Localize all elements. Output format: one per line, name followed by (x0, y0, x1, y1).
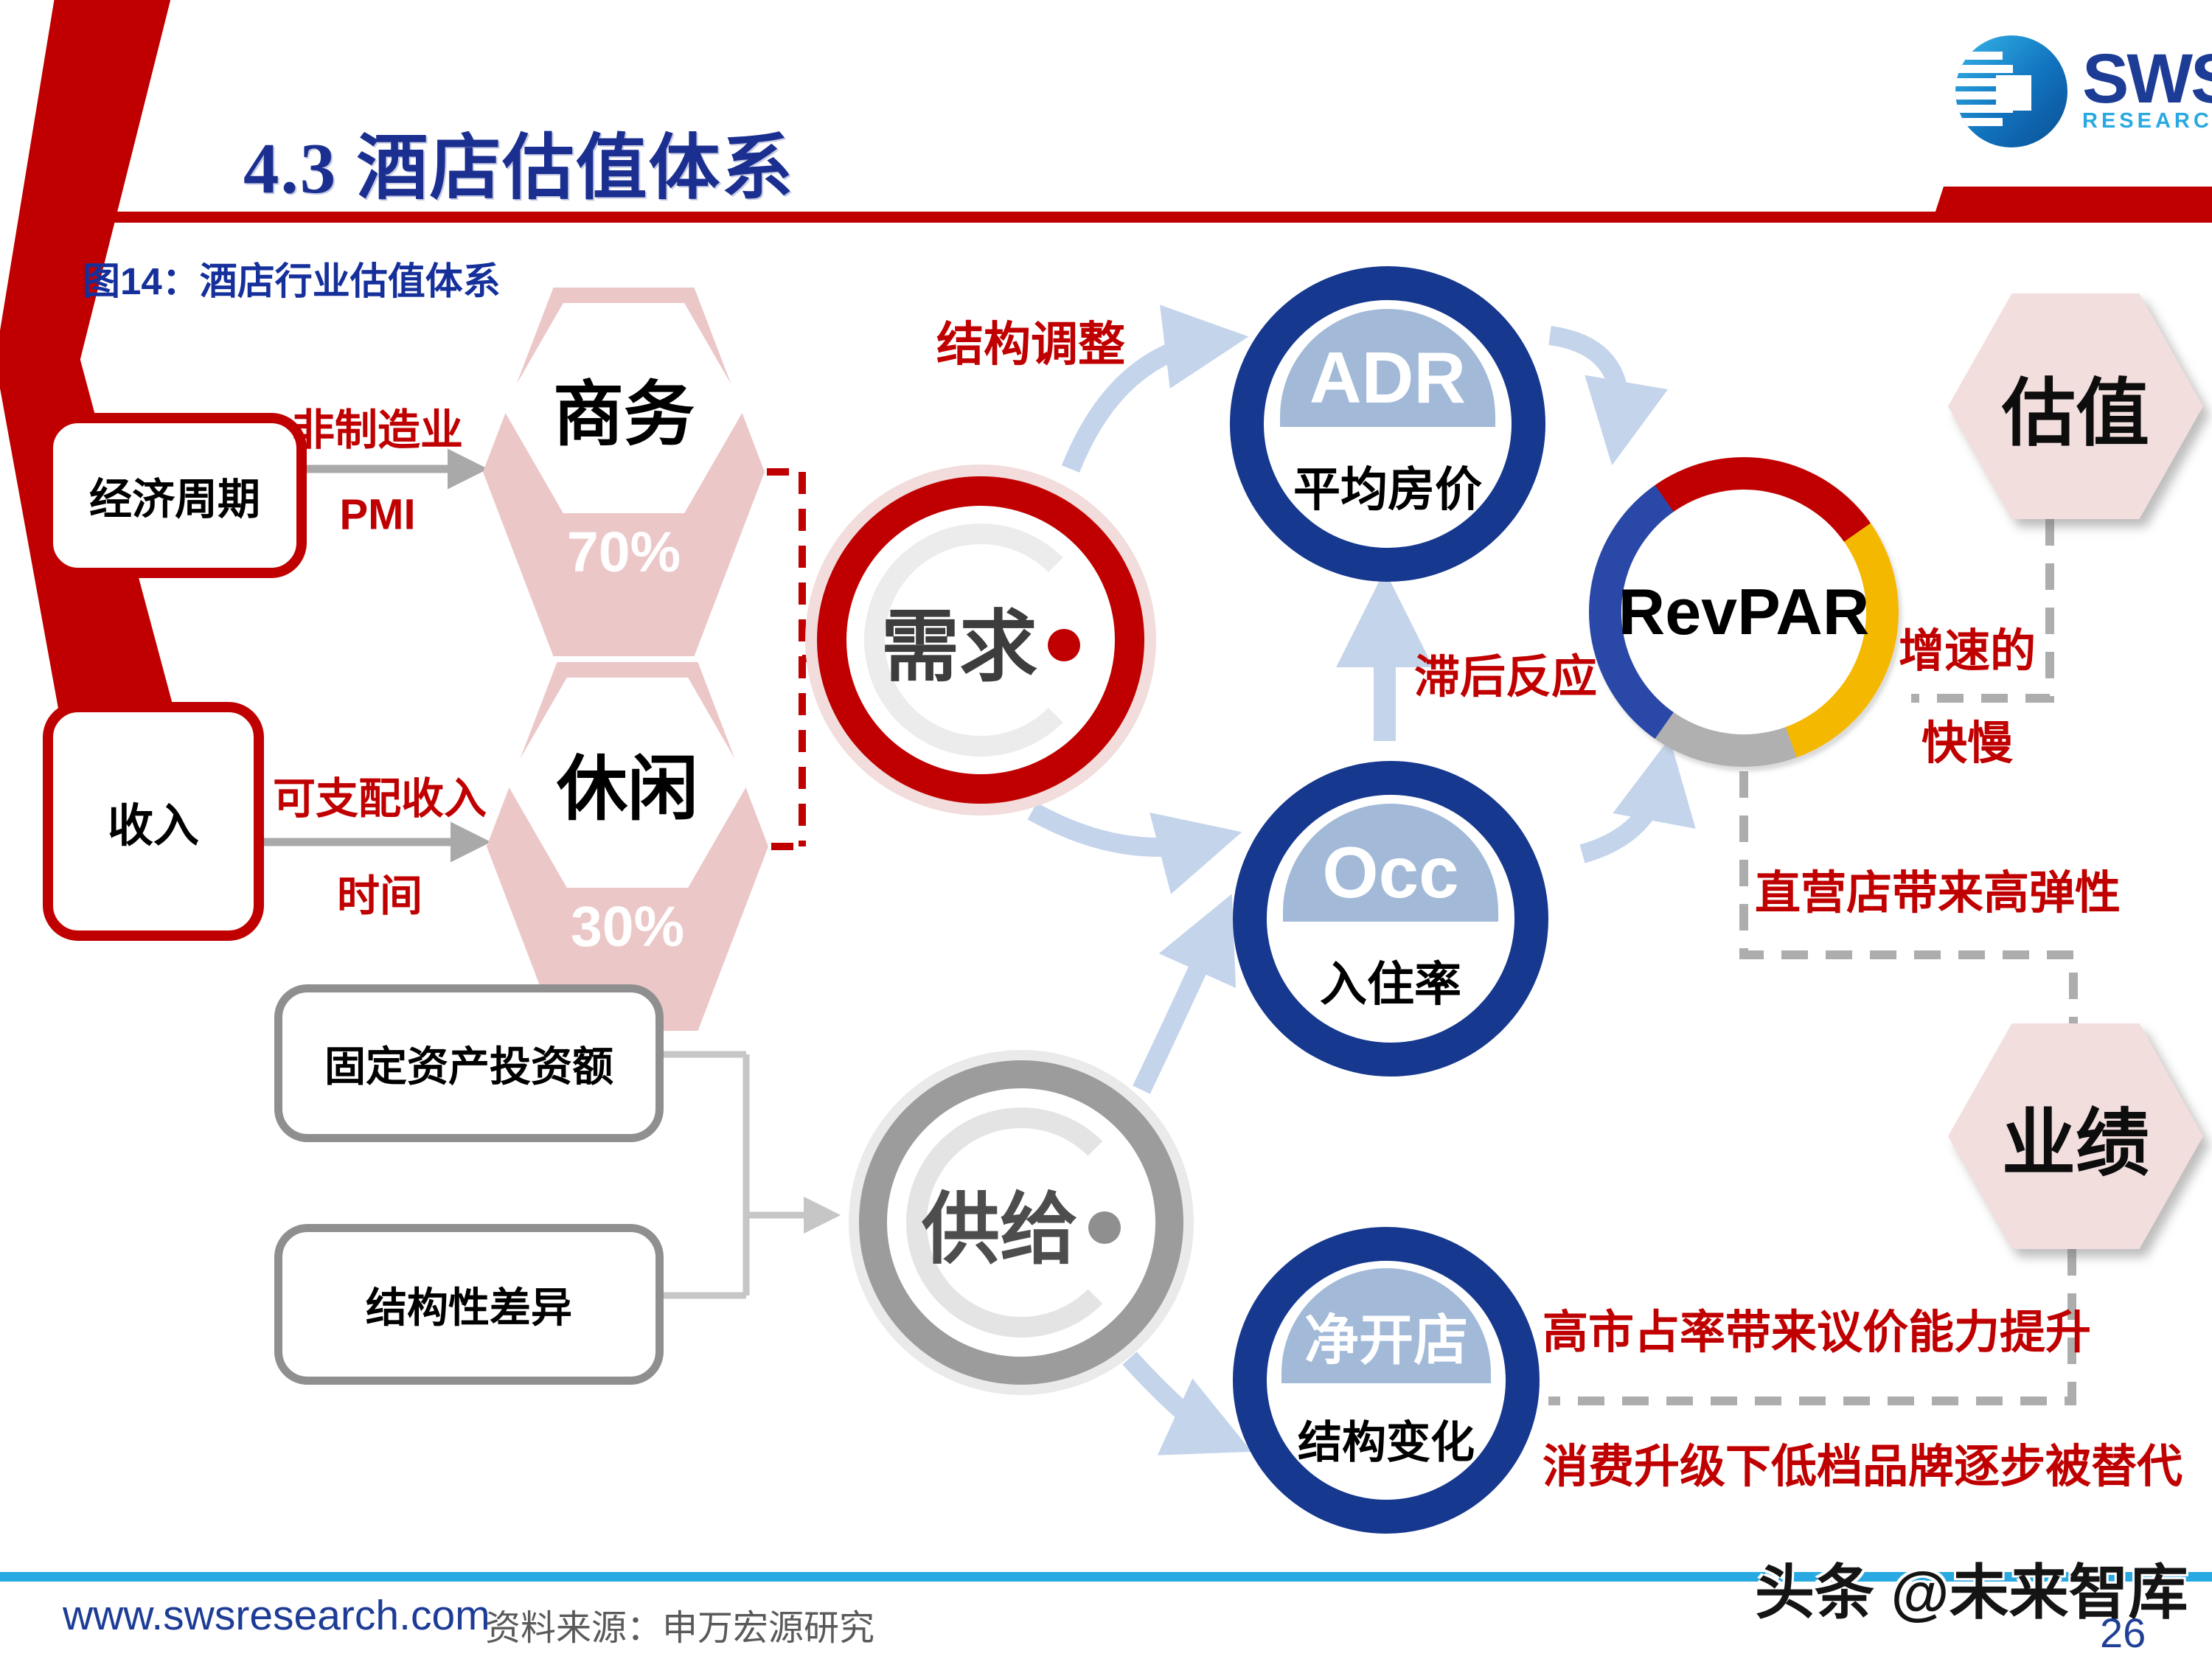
demand-label: 需求 (817, 476, 1144, 804)
red-dot-icon (1048, 629, 1080, 661)
annotation-lagged-response: 滞后反应 (1413, 652, 1598, 703)
metric-name: 平均房价 (1293, 463, 1482, 516)
footer-divider (0, 1572, 2212, 1582)
annotation-market-share-pricing: 高市占率带来议价能力提升 (1543, 1307, 2092, 1358)
segment-share: 70% (566, 521, 681, 584)
segment-hexagon-business: 商务 70% (483, 288, 765, 656)
revpar-circle: RevPAR (1589, 457, 1899, 767)
header-divider-bar (52, 212, 2212, 223)
metric-circle-occ: Occ 入住率 (1233, 761, 1548, 1077)
metric-name: 入住率 (1320, 958, 1461, 1011)
figure-caption: 图14：酒店行业估值体系 (83, 260, 501, 302)
watermark: 头条 @未来智库 (1755, 1560, 2188, 1627)
metric-circle-net-openings: 净开店 结构变化 (1233, 1227, 1540, 1534)
metric-abbr: 净开店 (1304, 1309, 1468, 1371)
annotation-direct-store-elasticity: 直营店带来高弹性 (1754, 868, 2121, 919)
supply-circle: 供给 (859, 1060, 1183, 1385)
section-number: 4.3 (243, 129, 338, 208)
annotation-structure-adjustment: 结构调整 (936, 318, 1125, 371)
annotation-consumption-upgrade: 消费升级下低档品牌逐步被替代 (1543, 1441, 2183, 1492)
sws-logo-text: SWS RESEARCH (2082, 40, 2212, 133)
metric-circle-adr: ADR 平均房价 (1230, 266, 1545, 582)
metric-name: 结构变化 (1298, 1418, 1475, 1467)
revpar-label: RevPAR (1618, 490, 1869, 734)
logo-brand: SWS (2082, 40, 2212, 119)
segment-share: 30% (570, 895, 685, 959)
logo-sub: RESEARCH (2082, 108, 2212, 133)
revpar-text: RevPAR (1618, 575, 1870, 648)
sws-logo: SWS RESEARCH (1955, 35, 2212, 147)
annotation-growth-speed-line1: 增速的 (1898, 626, 2037, 677)
metric-abbr: ADR (1309, 336, 1467, 418)
label-time: 时间 (336, 872, 423, 920)
segment-name: 商务 (502, 303, 745, 513)
demand-circle: 需求 (817, 476, 1144, 804)
arrow-adr-to-revpar (1548, 326, 1669, 466)
arrow-occ-to-revpar (1579, 738, 1696, 863)
footer-website-link[interactable]: www.swsresearch.com (63, 1592, 490, 1639)
red-dashed-bracket (767, 468, 814, 850)
metric-abbr: Occ (1322, 831, 1459, 913)
demand-text: 需求 (881, 604, 1037, 691)
decorative-chevron (0, 0, 177, 719)
metric-dome: ADR (1280, 309, 1495, 427)
outcome-label: 业绩 (1948, 1023, 2203, 1249)
supply-text: 供给 (922, 1186, 1078, 1273)
arrow-demand-to-occ (1027, 802, 1242, 894)
outcome-hexagon-valuation: 估值 (1948, 293, 2203, 519)
sws-logo-icon (1955, 35, 2067, 147)
input-box-income: 收入 (43, 702, 264, 941)
label-non-manufacturing: 非制造业 (291, 406, 464, 454)
segment-name: 休闲 (506, 678, 749, 888)
supply-factor-structural-difference: 结构性差异 (274, 1224, 664, 1385)
header-divider-bar-right (1932, 187, 2212, 223)
title-text: 酒店估值体系 (356, 129, 795, 208)
label-disposable-income: 可支配收入 (272, 775, 487, 823)
supply-label: 供给 (859, 1060, 1183, 1385)
supply-factor-fixed-investment: 固定资产投资额 (274, 984, 664, 1142)
page-title: 4.3 酒店估值体系 (243, 109, 795, 213)
input-box-economic-cycle: 经济周期 (43, 413, 307, 578)
gray-dot-icon (1088, 1211, 1121, 1244)
page-number: 26 (2100, 1610, 2146, 1656)
annotation-growth-speed-line2: 快慢 (1921, 718, 2014, 769)
label-pmi: PMI (339, 490, 416, 539)
footer-source-note: 资料来源：申万宏源研究 (485, 1609, 875, 1648)
outcome-label: 估值 (1948, 293, 2203, 519)
segment-hexagon-leisure: 休闲 30% (487, 662, 768, 1031)
outcome-hexagon-performance: 业绩 (1948, 1023, 2203, 1249)
